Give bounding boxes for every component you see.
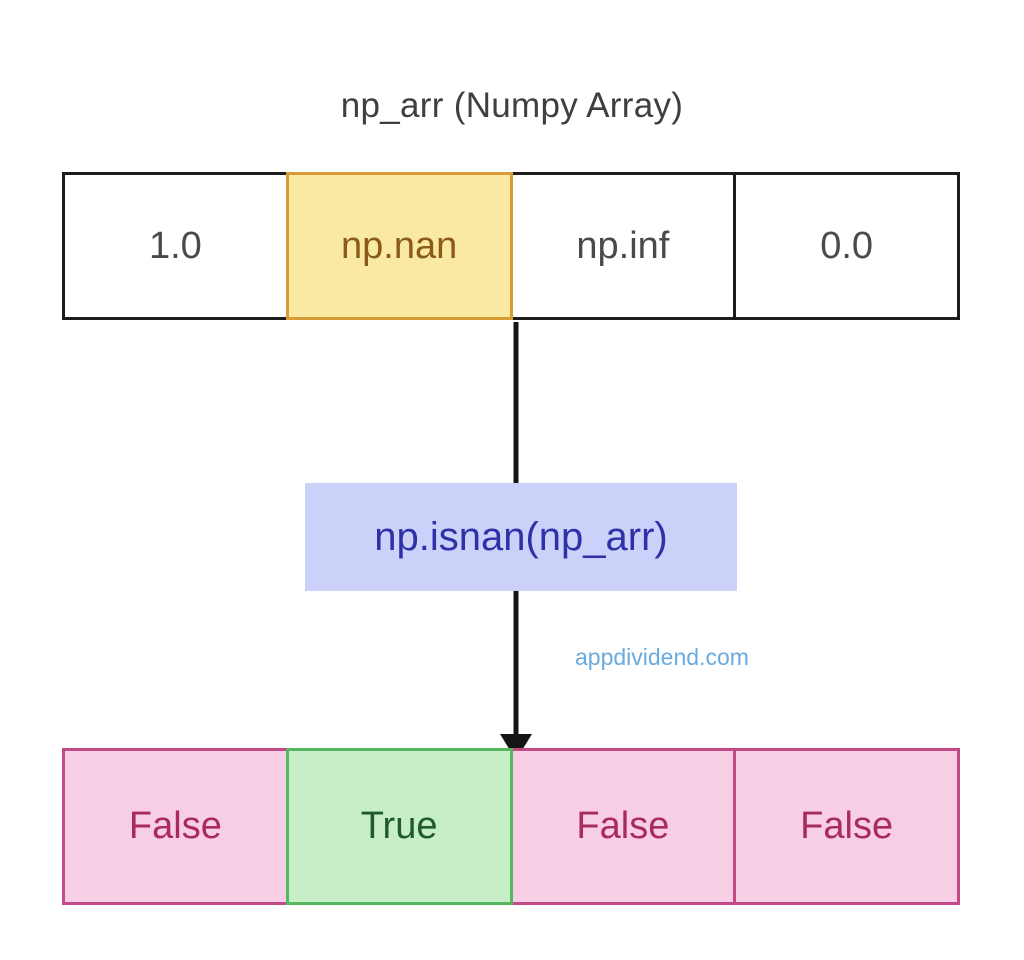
input-cell-3[interactable]: 0.0 bbox=[733, 172, 960, 320]
function-label: np.isnan(np_arr) bbox=[374, 514, 668, 559]
output-cell-2-label: False bbox=[576, 805, 670, 847]
function-box-isnan[interactable]: np.isnan(np_arr) bbox=[305, 483, 737, 591]
input-cell-0[interactable]: 1.0 bbox=[62, 172, 289, 320]
input-cell-2[interactable]: np.inf bbox=[509, 172, 737, 320]
input-array-np-arr: 1.0 np.nan np.inf 0.0 bbox=[62, 172, 960, 320]
input-cell-3-label: 0.0 bbox=[820, 224, 874, 267]
input-cell-1-label: np.nan bbox=[341, 224, 458, 267]
input-cell-1-nan[interactable]: np.nan bbox=[285, 172, 513, 320]
output-cell-1-label: True bbox=[360, 805, 438, 847]
output-cell-0[interactable]: False bbox=[62, 748, 289, 905]
page-title: np_arr (Numpy Array) bbox=[340, 86, 684, 125]
output-cell-3-label: False bbox=[800, 805, 894, 847]
input-cell-0-label: 1.0 bbox=[148, 224, 202, 267]
output-array-boolean-mask: False True False False bbox=[62, 748, 960, 905]
output-cell-3[interactable]: False bbox=[733, 748, 960, 905]
output-cell-0-label: False bbox=[128, 805, 222, 847]
input-cell-2-label: np.inf bbox=[576, 224, 670, 267]
watermark-appdividend: appdividend.com bbox=[575, 644, 749, 670]
output-cell-2[interactable]: False bbox=[509, 748, 737, 905]
output-cell-1-true[interactable]: True bbox=[285, 748, 513, 905]
